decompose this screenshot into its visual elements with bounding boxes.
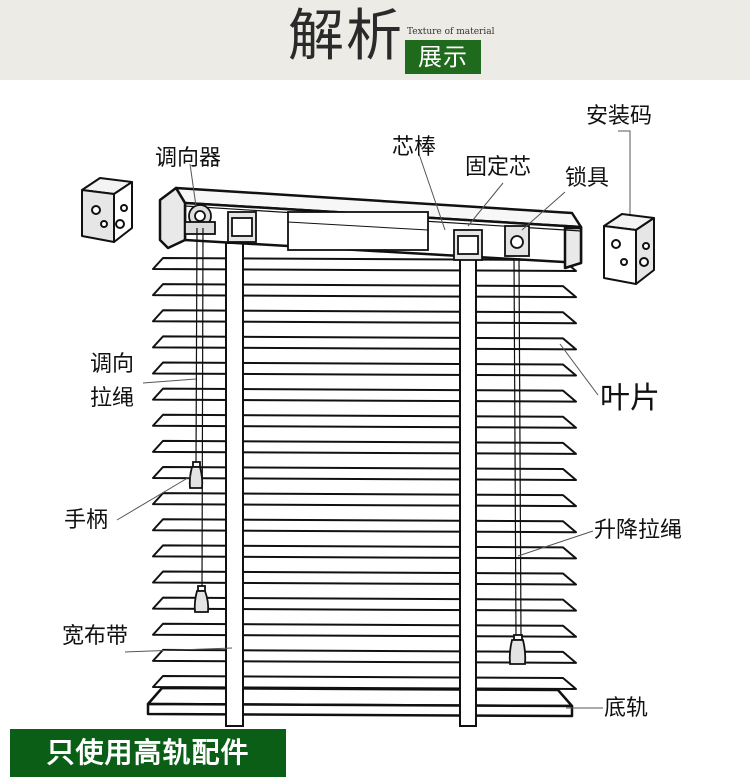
- slat: [152, 570, 577, 586]
- label-lift-cord: 升降拉绳: [594, 518, 683, 543]
- slat: [152, 596, 577, 612]
- slat: [152, 413, 577, 429]
- leader-bracket: [618, 130, 631, 214]
- slat: [152, 622, 577, 638]
- label-tilt-cord-line2: 拉绳: [90, 386, 135, 411]
- label-core-rod: 芯棒: [392, 135, 437, 160]
- mounting-bracket-right: [603, 213, 655, 285]
- label-core-fixer: 固定芯: [465, 155, 532, 180]
- mounting-bracket-left: [81, 177, 133, 243]
- label-tilt-cord: 调向 拉绳: [90, 348, 134, 416]
- leader-lock: [521, 191, 566, 231]
- slat: [152, 439, 577, 455]
- slat: [152, 387, 577, 403]
- slat: [152, 492, 577, 508]
- slat: [152, 309, 577, 325]
- header-banner: 解析 Texture of material 展示: [0, 0, 750, 80]
- label-bottom-rail: 底轨: [604, 696, 649, 721]
- bottom-rail: [146, 686, 574, 718]
- slats-group: [152, 257, 577, 690]
- lock-mechanism: [504, 225, 530, 257]
- tilter-mechanism: [184, 204, 216, 235]
- slat: [152, 335, 577, 351]
- leader-handle: [116, 475, 192, 521]
- lift-handle: [508, 634, 527, 665]
- label-slat: 叶片: [600, 381, 660, 416]
- tilt-handle-upper: [188, 461, 204, 489]
- slat: [152, 518, 577, 534]
- blind-diagram: [81, 130, 655, 727]
- label-tilter: 调向器: [155, 146, 222, 171]
- slat: [152, 466, 577, 481]
- head-rail-internals: [184, 204, 530, 261]
- title-badge: 展示: [405, 40, 481, 74]
- leader-ladder-tape: [124, 647, 233, 653]
- core-fixer-right: [453, 229, 483, 261]
- page-title: 解析: [288, 4, 404, 69]
- tilt-cords: [195, 227, 204, 589]
- leader-slat: [559, 343, 599, 396]
- slat: [152, 361, 577, 377]
- leader-tilt-cord: [142, 378, 197, 384]
- lift-cords: [513, 257, 522, 638]
- leader-lift-cord: [517, 530, 594, 557]
- footer-banner: 只使用高轨配件: [10, 729, 286, 777]
- title-subtitle-english: Texture of material: [407, 27, 495, 37]
- label-mounting-bracket: 安装码: [586, 104, 653, 129]
- leader-lines: [116, 130, 631, 709]
- label-handle: 手柄: [64, 508, 109, 533]
- slat: [152, 544, 577, 560]
- leader-tilter: [189, 163, 197, 207]
- label-tilt-cord-line1: 调向: [90, 352, 135, 377]
- ladder-tape-right: [459, 242, 477, 727]
- core-rod: [287, 211, 429, 251]
- leader-core-rod: [418, 153, 446, 231]
- core-fixer-left: [227, 211, 257, 243]
- ladder-tape-left: [225, 242, 244, 727]
- tilt-handle-lower: [193, 585, 210, 613]
- label-lock: 锁具: [565, 166, 610, 191]
- slat: [152, 283, 577, 299]
- leader-core-fixer: [467, 182, 504, 227]
- label-ladder-tape: 宽布带: [62, 624, 129, 649]
- handles: [188, 461, 527, 665]
